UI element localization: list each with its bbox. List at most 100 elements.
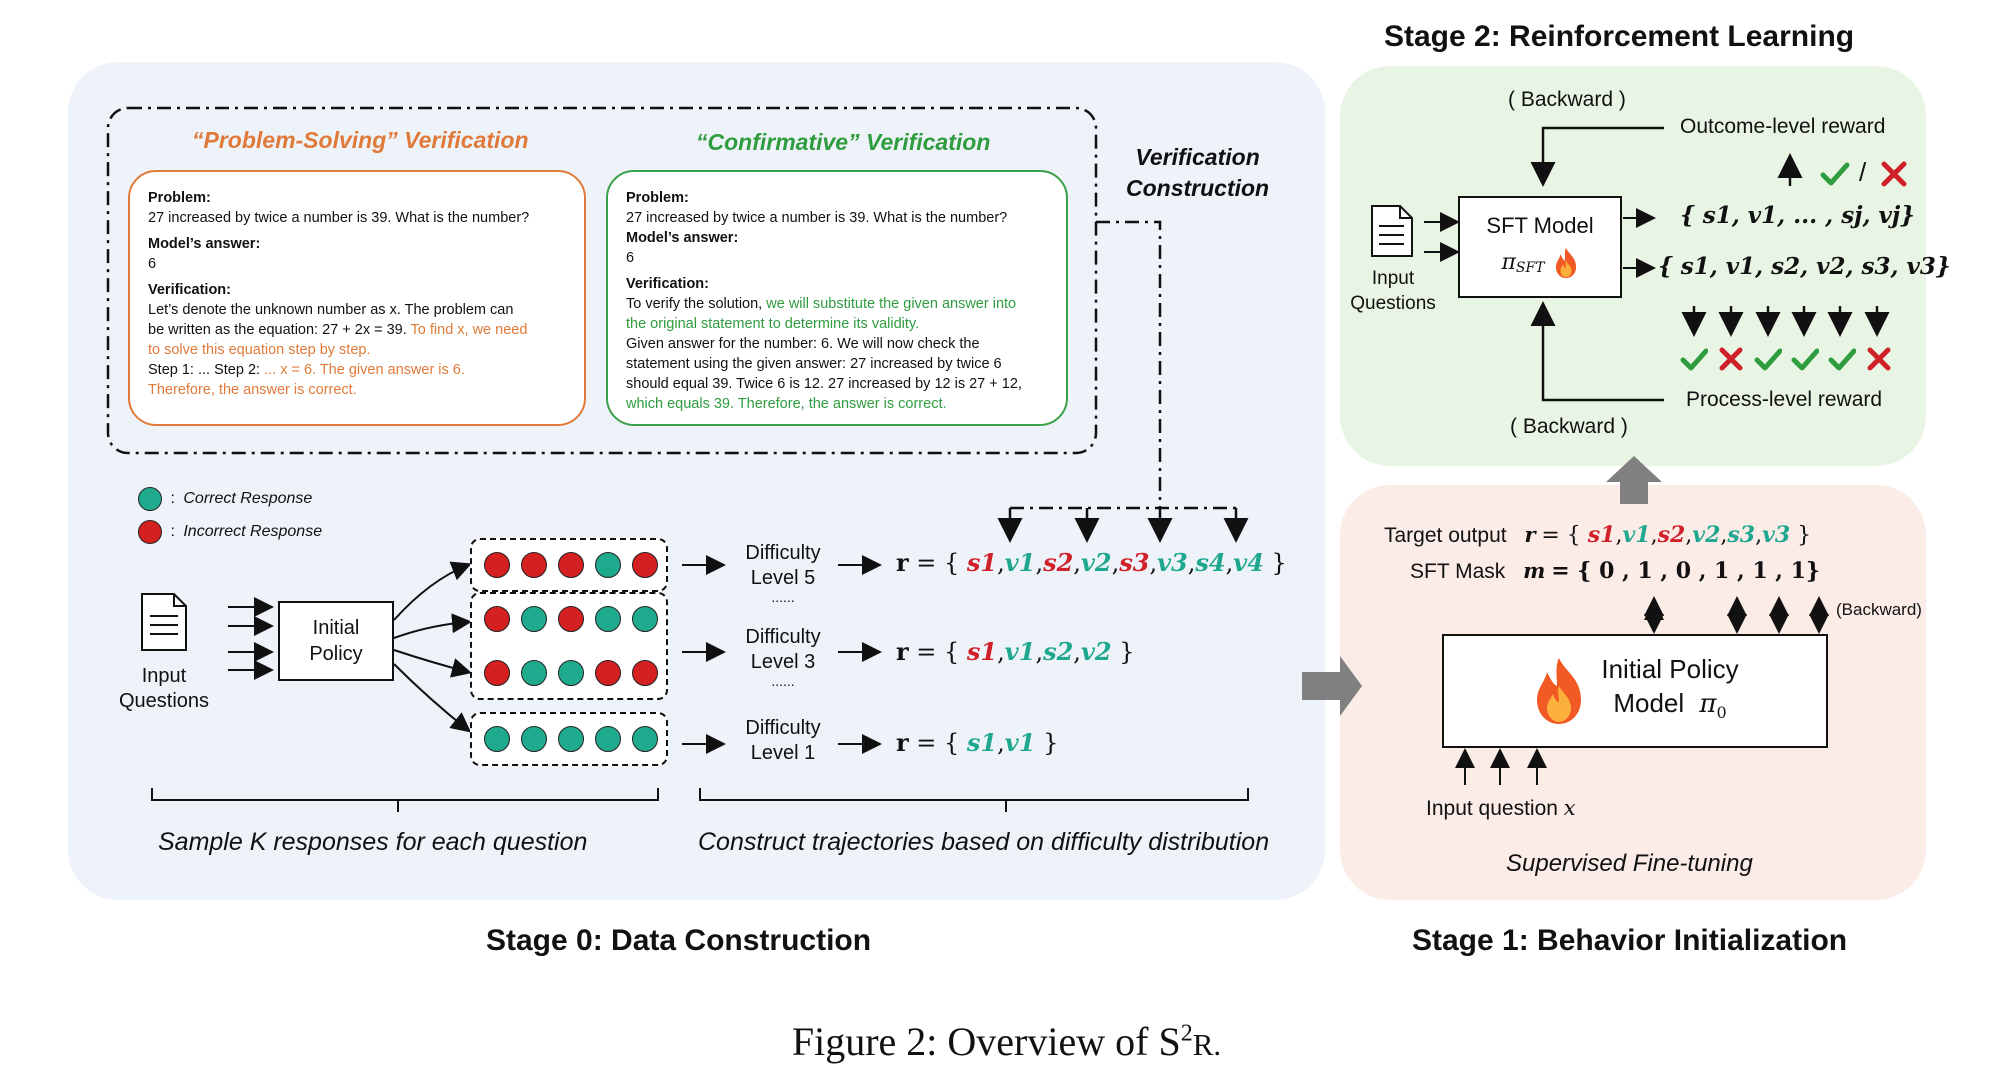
ps-verification-highlight: Therefore, the answer is correct. xyxy=(148,382,357,398)
ps-answer-text: 6 xyxy=(148,256,157,272)
sequence-token: v2 xyxy=(1692,522,1721,548)
legend-colon: : xyxy=(170,523,175,541)
incorrect-response-dot xyxy=(632,660,658,686)
sequence-token: s3 xyxy=(1727,522,1756,548)
correct-response-dot xyxy=(595,726,621,752)
brace-close: } xyxy=(1035,729,1059,757)
ps-answer-label: Model’s answer: xyxy=(148,236,261,252)
model-subscript: 0 xyxy=(1716,703,1727,723)
incorrect-response-dot xyxy=(558,552,584,578)
sequence-partial: { s1, v1, ... , sj, vj} xyxy=(1680,202,1915,229)
brace-open: = { xyxy=(908,638,967,666)
ps-verification-label: Verification: xyxy=(148,282,231,298)
sequence-token: s1 xyxy=(966,637,998,666)
verification-construction-line: Construction xyxy=(1126,175,1270,201)
incorrect-response-dot xyxy=(484,660,510,686)
ps-problem-label: Problem: xyxy=(148,190,211,206)
sequence-token: v1 xyxy=(1004,728,1036,757)
conf-verification-line: statement using the given answer: 27 inc… xyxy=(626,356,1002,372)
verification-construction-label: Verification Construction xyxy=(1126,142,1269,204)
sequence-comma: , xyxy=(1111,549,1120,577)
construct-trajectories-label: Construct trajectories based on difficul… xyxy=(698,828,1270,856)
sequence-token: v4 xyxy=(1233,548,1264,577)
conf-verification-label: Verification: xyxy=(626,276,709,292)
brace-close: } xyxy=(1263,549,1287,577)
sft-model-label: SFT Model xyxy=(1486,213,1594,238)
sft-mask-label: SFT Mask xyxy=(1410,560,1506,583)
check-icon xyxy=(1791,348,1820,371)
difficulty-line: Difficulty xyxy=(745,626,821,648)
sft-subscript: SFT xyxy=(1515,260,1545,276)
cross-icon xyxy=(1867,347,1891,371)
sequence-token: s3 xyxy=(1119,548,1150,577)
input-questions-line: Input xyxy=(141,665,187,687)
confirmative-title: “Confirmative” Verification xyxy=(696,129,991,155)
input-questions-line: Questions xyxy=(1350,293,1436,314)
slash-separator: / xyxy=(1859,157,1867,187)
sequence-comma: , xyxy=(1650,523,1658,548)
sequence-token: v1 xyxy=(1004,548,1036,577)
conf-answer-label: Model’s answer: xyxy=(626,230,739,246)
sequence-comma: , xyxy=(1035,638,1044,666)
sft-mask-value: 1 xyxy=(1714,558,1730,584)
sequence-comma: , xyxy=(1615,523,1623,548)
input-questions-label: Input Questions xyxy=(108,664,220,714)
input-question-var: x xyxy=(1563,796,1576,820)
brace-open: = { xyxy=(908,729,967,757)
difficulty-level-5: Difficulty Level 5 ...... xyxy=(728,541,838,605)
ps-verification-line: Step 1: ... Step 2: xyxy=(148,362,265,378)
correct-response-dot xyxy=(521,726,547,752)
conf-verification-line: To verify the solution, xyxy=(626,296,767,312)
sequence-comma: , xyxy=(1187,549,1196,577)
sft-mask-value: 1 xyxy=(1752,558,1768,584)
problem-solving-title: “Problem-Solving” Verification xyxy=(192,127,529,153)
trajectory-level-5: r = { s1,v1,s2,v2,s3,v3,s4,v4 } xyxy=(896,548,1287,577)
sequence-comma: , xyxy=(1720,523,1728,548)
document-icon xyxy=(141,593,187,651)
input-question-text: Input question xyxy=(1426,797,1558,820)
model-line2: Model xyxy=(1613,687,1685,718)
sequence-token: s2 xyxy=(1657,522,1686,548)
sft-mask-var: m xyxy=(1523,558,1546,583)
confirmative-verification-box: Problem: 27 increased by twice a number … xyxy=(606,170,1068,426)
backward-top: ( Backward ) xyxy=(1508,88,1626,111)
stage1-backward-label: (Backward) xyxy=(1836,600,1922,619)
sequence-comma: , xyxy=(997,549,1005,577)
difficulty-level-1: Difficulty Level 1 xyxy=(728,716,838,766)
ellipsis: ...... xyxy=(771,589,795,605)
legend-correct-label: Correct Response xyxy=(183,490,313,508)
sequence-comma: , xyxy=(1755,523,1763,548)
difficulty-line: Level 5 xyxy=(750,567,816,589)
stage0-title: Stage 0: Data Construction xyxy=(486,924,872,957)
ps-verification-highlight: ... x = 6. The given answer is 6. xyxy=(264,362,465,378)
sequence-token: s4 xyxy=(1195,548,1226,577)
conf-verification-line: should equal 39. Twice 6 is 12. 27 incre… xyxy=(626,376,1022,392)
sample-group-frame xyxy=(470,712,668,766)
caption-prefix: Figure 2: Overview of S xyxy=(791,1019,1181,1064)
sft-mask-value: 1 xyxy=(1790,558,1806,584)
check-icon xyxy=(1754,348,1783,371)
ps-verification-highlight: to solve this equation step by step. xyxy=(148,342,371,358)
sequence-token: s1 xyxy=(966,548,998,577)
sample-group-frame xyxy=(470,592,668,700)
fire-icon xyxy=(1537,658,1582,724)
correct-response-dot xyxy=(521,660,547,686)
figure-caption: Figure 2: Overview of S2R. xyxy=(0,1018,2013,1065)
caption-superscript: 2 xyxy=(1180,1020,1193,1047)
target-output-label: Target output xyxy=(1384,524,1507,547)
sft-mask-value: 0 xyxy=(1599,558,1615,584)
model-symbol: π xyxy=(1699,688,1717,719)
backward-bottom: ( Backward ) xyxy=(1510,415,1628,438)
sequence-token: s2 xyxy=(1043,637,1074,666)
fire-icon xyxy=(1555,247,1576,279)
sequence-full: { s1, v1, s2, v2, s3, v3} xyxy=(1658,253,1951,280)
correct-dot-icon xyxy=(138,487,162,511)
sequence-comma: , xyxy=(1149,549,1158,577)
supervised-finetuning-label: Supervised Fine-tuning xyxy=(1506,850,1753,877)
sft-mask-value: 1 xyxy=(1637,558,1653,584)
sequence-token: v1 xyxy=(1622,522,1651,548)
input-questions-line: Input xyxy=(1371,268,1415,289)
difficulty-line: Level 3 xyxy=(750,651,816,673)
stage2-title: Stage 2: Reinforcement Learning xyxy=(1384,20,1855,53)
